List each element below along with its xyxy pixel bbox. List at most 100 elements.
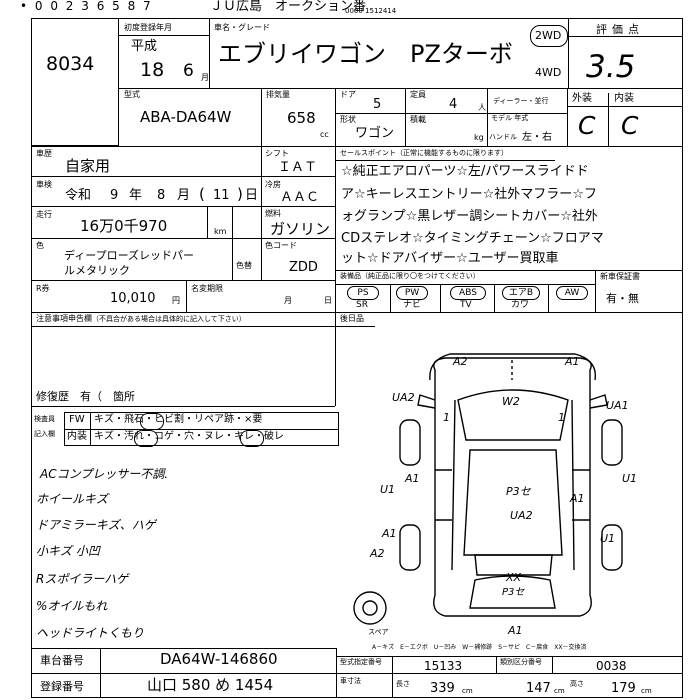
type-designation: 15133 xyxy=(424,659,463,673)
inspection-label: 車検 xyxy=(36,180,52,189)
hand-note-2: ホイールキズ xyxy=(36,492,109,506)
doors: 5 xyxy=(373,97,382,112)
inspection-era: 令和 xyxy=(65,188,92,203)
mark-right-door: U1 xyxy=(600,532,616,545)
drive-2wd: 2WD xyxy=(535,29,562,42)
mileage: 16万0千970 xyxy=(80,217,168,235)
chassis-number: DA64W-146860 xyxy=(160,650,278,668)
sales-line4: CDステレオ☆タイミングチェーン☆フロアマ xyxy=(341,231,604,246)
first-reg-era: 平成 xyxy=(131,39,158,54)
first-reg-month: 6 xyxy=(183,61,194,81)
equip-pw: PW xyxy=(396,286,428,300)
sheet-frame xyxy=(31,18,683,698)
new-warranty-label: 新車保証書 xyxy=(600,272,640,281)
sales-points-label: セールスポイント（正常に機能するものに限ります） xyxy=(340,149,508,157)
checker-label1: 検査員 xyxy=(34,415,55,423)
lot-box xyxy=(31,18,119,146)
plate-label: 登録番号 xyxy=(40,680,84,693)
mark-front-right: UA1 xyxy=(606,399,629,412)
shift: ＩＡＴ xyxy=(278,160,318,175)
model-code-label: 型式 xyxy=(124,90,140,99)
spare-label: スペア xyxy=(368,628,389,636)
load-label: 積載 xyxy=(410,115,426,124)
equip-abs: ABS xyxy=(450,286,486,300)
checker-row2: キズ・汚れ・コゲ・穴・ヌレ・キレ・破レ xyxy=(94,431,284,442)
mark-pillar-left: 1 xyxy=(443,411,450,424)
shift-label: シフト xyxy=(265,149,289,158)
grade-label: 評価点 xyxy=(596,23,644,36)
mark-top-left: A2 xyxy=(453,355,468,368)
size-label: 車寸法 xyxy=(340,677,361,685)
model-name-label: 車名・グレード xyxy=(214,23,270,32)
fuel: ガソリン xyxy=(270,220,331,238)
usage-label: 車歴 xyxy=(36,149,52,158)
later-notes-label: 後日品 xyxy=(340,314,364,323)
inspection-year: 9 xyxy=(110,188,119,203)
model-code: ABA-DA64W xyxy=(140,108,232,126)
height: 179 xyxy=(611,681,636,696)
mark-rear-bottom: A1 xyxy=(508,624,523,637)
displacement: 658 xyxy=(287,109,316,127)
mark-rear-left: A2 xyxy=(370,547,385,560)
grade-value: 3.5 xyxy=(586,49,636,85)
checker-row1-head: FW xyxy=(69,414,85,425)
stock-number: • 0 0 2 3 6 5 8 7 xyxy=(20,0,153,13)
handle: 左・右 xyxy=(522,132,552,143)
width: 147 xyxy=(526,681,551,696)
hand-note-1: ACコンプレッサー不調. xyxy=(40,467,169,481)
equip-navi: ナビ xyxy=(403,300,422,310)
mark-right-mid: A1 xyxy=(570,492,585,505)
ac: ＡＡＣ xyxy=(280,190,320,205)
interior-grade: C xyxy=(621,111,639,140)
color-code-label: 色コード xyxy=(265,241,297,250)
capacity-label: 定員 xyxy=(410,90,426,99)
plate-number: 山口 580 め 1454 xyxy=(147,676,274,694)
sales-line1: ☆純正エアロパーツ☆左/パワースライドド xyxy=(341,164,589,179)
recycle: 10,010 xyxy=(110,291,156,306)
mark-rear-sub: P3セ xyxy=(502,587,525,598)
category-number: 0038 xyxy=(596,659,627,673)
checker-label2: 記入欄 xyxy=(34,430,55,438)
color-label: 色 xyxy=(36,241,44,250)
color-line2: ルメタリック xyxy=(64,264,130,277)
ac-label: 冷房 xyxy=(265,180,281,189)
exterior-label: 外装 xyxy=(572,93,592,104)
mark-pillar-right: 1 xyxy=(558,411,565,424)
length: 339 xyxy=(430,681,455,696)
hand-note-3: ドアミラーキズ、ハゲ xyxy=(36,518,156,532)
equip-airbag: エアB xyxy=(502,286,540,300)
damage-legend: A－キズ E－エクボ U－凹み W－補修跡 S－サビ C－腐食 XX－交換済 xyxy=(372,644,587,651)
mark-left-front: A1 xyxy=(405,472,420,485)
equipment-label: 装備品（純正品に限り〇をつけてください） xyxy=(340,272,480,280)
mark-windshield: W2 xyxy=(502,395,520,408)
sales-line5: ット☆ドアバイザー☆ユーザー買取車 xyxy=(341,251,559,266)
repair-history: 修復歴 有（ 箇所 xyxy=(36,390,135,403)
type-designation-label: 型式指定番号 xyxy=(340,658,382,666)
hand-note-7: ヘッドライトくもり xyxy=(36,626,145,640)
color-code: ZDD xyxy=(289,260,318,275)
recycle-label: R券 xyxy=(36,284,50,293)
inspection-month: 8 xyxy=(157,188,166,203)
sales-line2: ア☆キーレスエントリー☆社外マフラー☆フ xyxy=(341,187,597,202)
equip-sr: SR xyxy=(356,300,368,310)
interior-label: 内装 xyxy=(614,93,634,104)
checker-row1: キズ・飛石・ヒビ割・リペア跡・×要 xyxy=(94,414,263,425)
capacity: 4 xyxy=(449,97,458,112)
doors-label: ドア xyxy=(340,90,356,99)
first-reg-year: 18 xyxy=(140,59,165,81)
inspection-day: 11 xyxy=(213,188,230,203)
mark-left-mid: U1 xyxy=(380,483,396,496)
model-name: エブリイワゴン PZターボ xyxy=(218,40,513,68)
displacement-label: 排気量 xyxy=(266,90,290,99)
mark-front-left: UA2 xyxy=(392,391,415,404)
mark-right-front: U1 xyxy=(622,472,638,485)
new-warranty: 有・無 xyxy=(606,292,639,305)
fuel-label: 燃料 xyxy=(265,209,281,218)
auction-center: ＪＵ広島 オークション番 xyxy=(210,0,367,14)
equip-aw: AW xyxy=(556,286,588,300)
repaint-label: 色替 xyxy=(236,261,252,270)
hand-note-5: Rスポイラーハゲ xyxy=(36,572,129,586)
sales-line3: ォグランプ☆黒レザー調シートカバー☆社外 xyxy=(341,209,598,224)
exterior-grade: C xyxy=(578,111,596,140)
hand-note-6: %オイルもれ xyxy=(36,599,108,613)
